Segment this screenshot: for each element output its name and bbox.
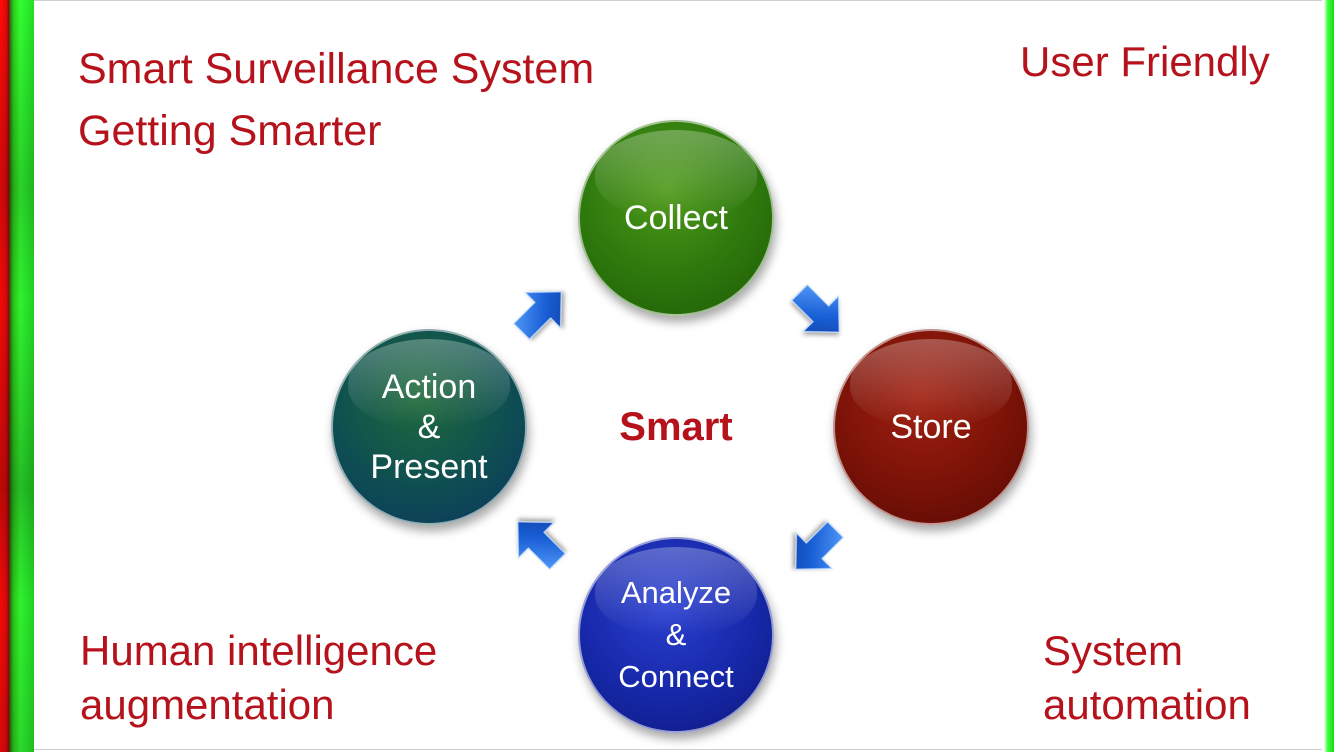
node-analyze-connect: Analyze & Connect (578, 537, 774, 733)
slide-frame (34, 0, 1322, 750)
node-analyze-line-3: Connect (618, 659, 734, 694)
node-action-line-1: Action (381, 368, 477, 406)
node-collect-label: Collect (624, 199, 728, 237)
node-store-label: Store (890, 408, 972, 446)
node-analyze-line-1: Analyze (620, 575, 732, 610)
node-action-line-3: Present (370, 448, 488, 486)
node-action-present: Action & Present (331, 329, 527, 525)
arrow-collect-to-store (791, 284, 840, 333)
slide-title: Smart Surveillance System Getting Smarte… (78, 38, 594, 162)
title-line-2: Getting Smarter (78, 107, 382, 155)
arrow-store-to-analyze (795, 521, 844, 570)
bottom-left-line-2: augmentation (80, 681, 335, 728)
node-store: Store (833, 329, 1029, 525)
arrow-action-to-collect (513, 291, 562, 340)
right-gradient-bar (1324, 0, 1334, 752)
label-human-intelligence: Human intelligence augmentation (80, 624, 437, 732)
node-collect: Collect (578, 120, 774, 316)
bottom-right-line-1: System (1043, 627, 1184, 674)
label-user-friendly: User Friendly (1020, 38, 1270, 85)
bottom-right-line-2: automation (1043, 681, 1251, 728)
node-analyze-line-2: & (665, 617, 687, 652)
node-action-line-2: & (417, 408, 441, 446)
center-smart-label: Smart (619, 405, 733, 449)
left-gradient-bar (0, 0, 34, 752)
arrow-analyze-to-action (517, 521, 566, 570)
bottom-left-line-1: Human intelligence (80, 627, 438, 674)
label-system-automation: System automation (1043, 624, 1251, 732)
title-line-1: Smart Surveillance System (78, 45, 595, 93)
